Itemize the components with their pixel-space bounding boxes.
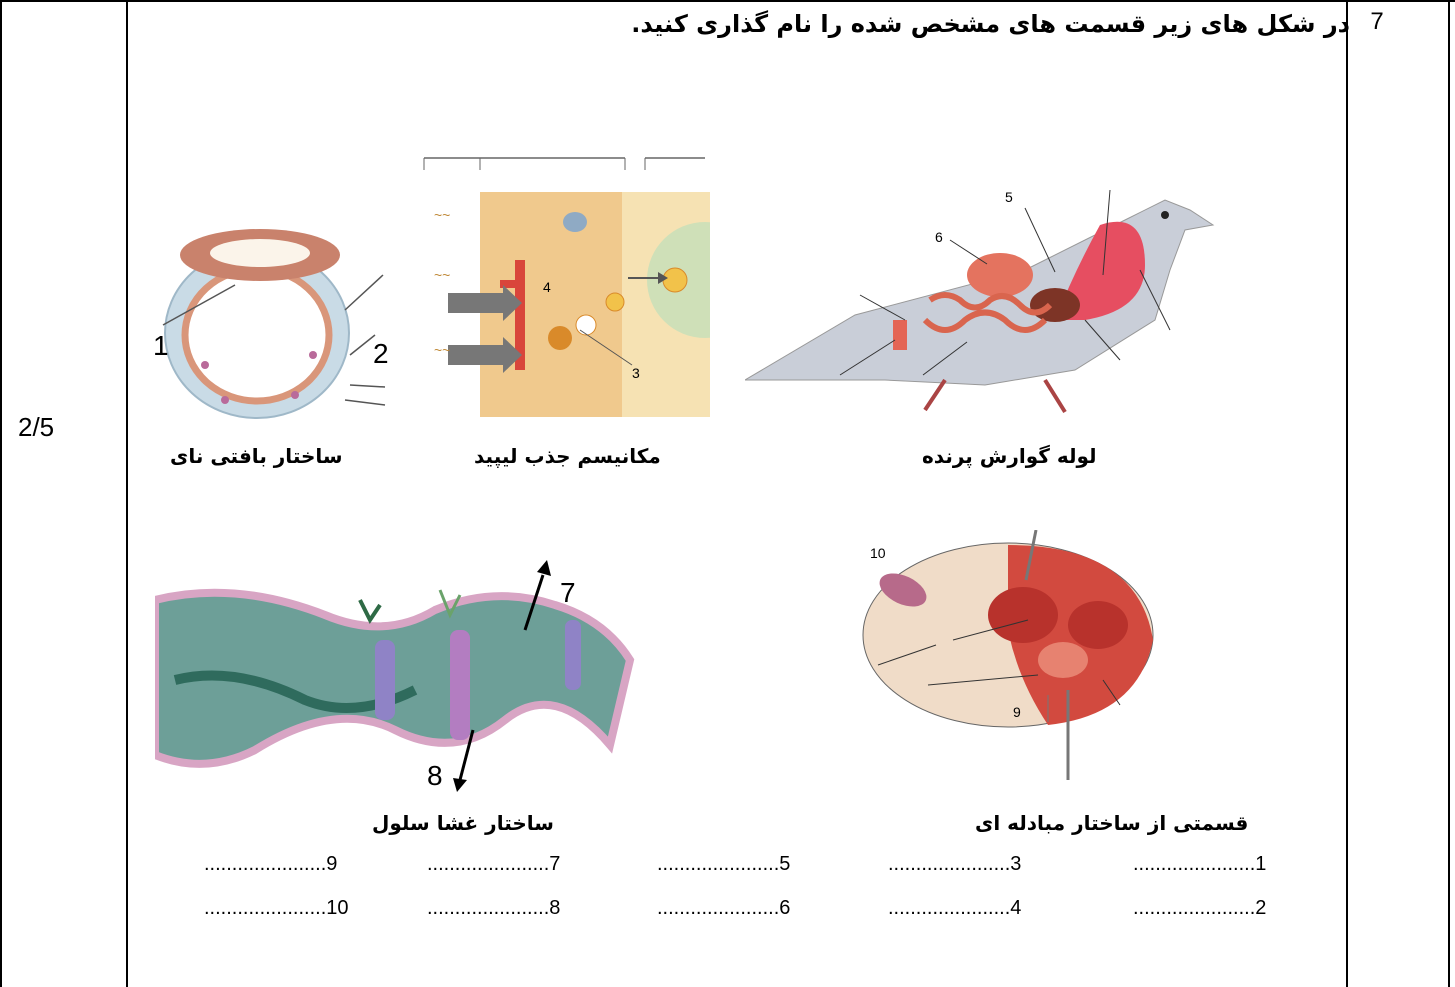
figure-label-7: 7 [560,577,576,608]
figure-label-1: 1 [153,330,169,361]
exchange-structure-figure: 9 10 [858,530,1168,785]
answer-blank-5[interactable]: ......................5 [657,853,790,876]
score-column-divider [126,0,128,987]
answer-blank-1[interactable]: ......................1 [1133,853,1266,876]
figure-label-10: 10 [870,545,886,561]
bird-digestive-figure: 5 6 [745,180,1215,420]
answer-blank-10[interactable]: ......................10 [204,897,349,920]
figure-label-5: 5 [1005,189,1013,205]
lipid-absorption-figure: ~~ ~~ ~~ 3 4 [410,150,710,420]
number-column-divider [1346,0,1348,987]
right-border [1448,0,1450,987]
left-border [0,0,2,987]
svg-text:~~: ~~ [434,267,450,283]
answer-blank-9[interactable]: ......................9 [204,853,337,876]
cell-membrane-figure: 7 8 [155,560,655,800]
cell-membrane-caption: ساختار غشا سلول [372,811,554,835]
answer-blank-7[interactable]: ......................7 [427,853,560,876]
bird-digestive-caption: لوله گوارش پرنده [922,444,1097,468]
trachea-caption: ساختار بافتی نای [170,444,343,468]
exchange-structure-caption: قسمتی از ساختار مبادله ای [975,811,1248,835]
figure-label-8: 8 [427,760,443,791]
top-border [0,0,1455,2]
figure-label-2: 2 [373,338,389,369]
figure-label-3: 3 [632,365,640,381]
figure-label-4: 4 [543,279,551,295]
answer-blank-4[interactable]: ......................4 [888,897,1021,920]
question-text: در شکل های زیر قسمت های مشخص شده را نام … [631,10,1350,38]
svg-text:~~: ~~ [434,207,450,223]
answer-blank-3[interactable]: ......................3 [888,853,1021,876]
figure-label-9: 9 [1013,704,1021,720]
answer-blank-2[interactable]: ......................2 [1133,897,1266,920]
answer-blank-6[interactable]: ......................6 [657,897,790,920]
trachea-figure: 1 2 [145,215,400,425]
question-score: 2/5 [18,412,54,443]
svg-text:~~: ~~ [434,342,450,358]
lipid-absorption-caption: مکانیسم جذب لیپید [474,444,661,468]
question-number: 7 [1362,8,1392,36]
figure-label-6: 6 [935,229,943,245]
answer-blank-8[interactable]: ......................8 [427,897,560,920]
